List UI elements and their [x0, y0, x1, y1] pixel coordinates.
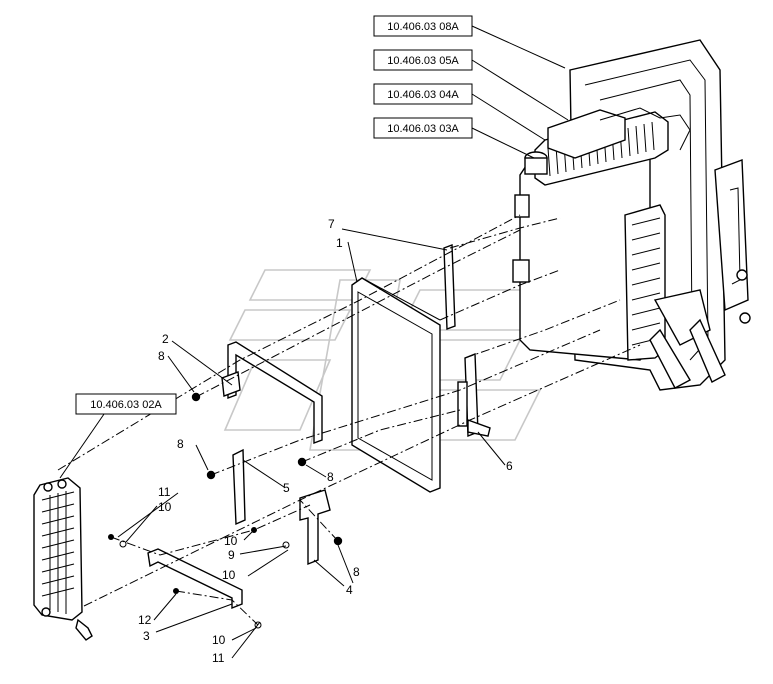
side-cooler-fins: [631, 217, 661, 346]
callout-11-a: 11: [158, 485, 171, 499]
callout-7: 7: [328, 217, 335, 231]
callout-10-d: 10: [212, 633, 226, 647]
callout-5: 5: [283, 481, 290, 495]
callout-10-a: 10: [158, 500, 172, 514]
callout-1: 1: [336, 236, 343, 250]
callout-10-c: 10: [222, 568, 236, 582]
callout-6: 6: [506, 459, 513, 473]
assembly-lines: [57, 214, 641, 626]
part-3-bar: [147, 548, 243, 610]
reference-04a-label: 10.406.03 04A: [387, 89, 459, 101]
callout-3: 3: [143, 629, 150, 643]
callout-10-b: 10: [224, 534, 238, 548]
washer-10-c: [254, 621, 262, 629]
radiator-assembly: [512, 39, 751, 391]
callout-8-c: 8: [327, 470, 334, 484]
callout-8-d: 8: [353, 565, 360, 579]
reference-03a[interactable]: 10.406.03 03A: [373, 117, 473, 139]
oil-cooler: [33, 477, 93, 641]
reference-03a-label: 10.406.03 03A: [387, 123, 459, 135]
washer-10-b: [282, 541, 290, 549]
callout-4: 4: [346, 583, 353, 597]
callout-numbers: 7 1 2 8 8 5 6 8 11 10 10 9 10 8 4 12 3 1…: [138, 217, 513, 665]
reference-02a-label: 10.406.03 02A: [90, 399, 162, 411]
oil-cooler-tubes: [41, 491, 75, 614]
reference-05a-label: 10.406.03 05A: [387, 55, 459, 67]
leader-lines: [59, 25, 569, 659]
reference-05a[interactable]: 10.406.03 05A: [373, 49, 473, 71]
part-1-frame: [351, 277, 441, 493]
callout-11-b: 11: [212, 651, 225, 665]
reference-08a[interactable]: 10.406.03 08A: [373, 15, 473, 37]
reference-08a-label: 10.406.03 08A: [387, 21, 459, 33]
reference-04a[interactable]: 10.406.03 04A: [373, 83, 473, 105]
part-7-seal: [443, 244, 456, 330]
part-4-bracket: [299, 489, 331, 566]
part-5-bracket: [232, 448, 246, 526]
callout-8-b: 8: [177, 437, 184, 451]
reference-boxes: 10.406.03 08A 10.406.03 05A 10.406.03 04…: [75, 15, 473, 415]
reference-02a[interactable]: 10.406.03 02A: [75, 393, 177, 415]
callout-12: 12: [138, 613, 152, 627]
callout-9: 9: [228, 548, 235, 562]
callout-8-a: 8: [158, 349, 165, 363]
callout-2: 2: [162, 332, 169, 346]
